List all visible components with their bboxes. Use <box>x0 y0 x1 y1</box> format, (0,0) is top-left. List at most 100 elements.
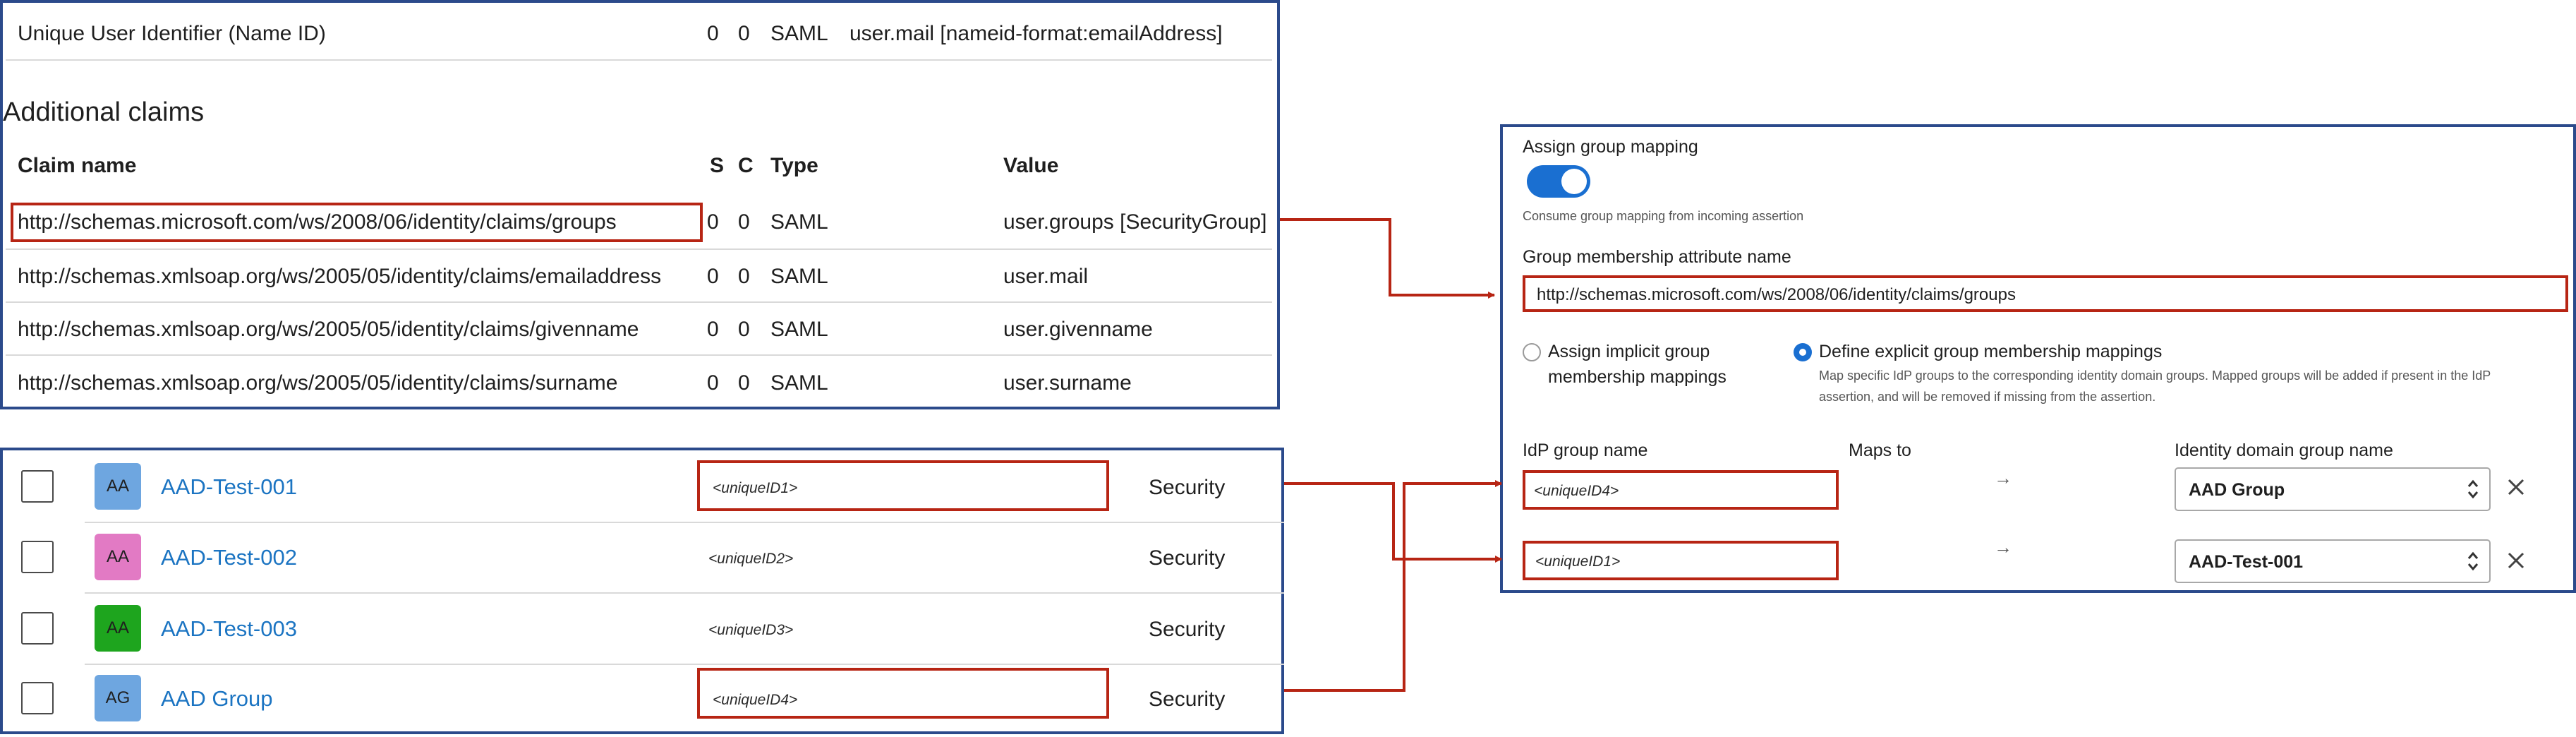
idp-group-value: <uniqueID1> <box>1535 553 1621 570</box>
group-type: Security <box>1149 476 1226 499</box>
header-c: C <box>738 154 754 177</box>
attr-name-input[interactable]: http://schemas.microsoft.com/ws/2008/06/… <box>1523 275 2568 312</box>
divider <box>6 354 1272 356</box>
group-id: <uniqueID2> <box>708 551 794 567</box>
claim-name: http://schemas.xmlsoap.org/ws/2005/05/id… <box>18 265 662 288</box>
required-claim-c: 0 <box>738 22 750 45</box>
radio-explicit-desc1: Map specific IdP groups to the correspon… <box>1819 368 2491 383</box>
radio-implicit-circle[interactable] <box>1523 343 1541 361</box>
radio-implicit-line1: Assign implicit group <box>1548 342 1710 361</box>
row-checkbox[interactable] <box>21 541 54 573</box>
divider <box>85 664 1284 665</box>
required-claim-type: SAML <box>770 22 828 45</box>
group-type: Security <box>1149 546 1226 570</box>
avatar: AA <box>95 534 141 580</box>
id-highlight-row1 <box>697 460 1109 511</box>
claim-value: user.mail <box>1003 265 1089 288</box>
domain-group-value: AAD Group <box>2189 480 2285 500</box>
claim-c: 0 <box>738 265 750 288</box>
avatar: AA <box>95 463 141 510</box>
group-name-link[interactable]: AAD-Test-002 <box>161 545 297 570</box>
claim-type: SAML <box>770 210 828 234</box>
claim-s: 0 <box>707 318 719 341</box>
header-value: Value <box>1003 154 1059 177</box>
row-checkbox[interactable] <box>21 470 54 503</box>
arrow-right-icon: → <box>1994 467 2012 489</box>
col-maps-to: Maps to <box>1849 441 1911 460</box>
radio-dot <box>1799 349 1806 356</box>
section-title: Additional claims <box>3 97 205 127</box>
idp-group-value: <uniqueID4> <box>1534 483 1619 499</box>
domain-group-select[interactable]: AAD-Test-001 <box>2175 539 2491 583</box>
group-id: <uniqueID4> <box>713 692 798 708</box>
avatar: AG <box>95 675 141 721</box>
mapping-panel: Assign group mapping Consume group mappi… <box>1500 124 2576 593</box>
toggle-knob <box>1561 169 1587 194</box>
assign-label: Assign group mapping <box>1523 137 1698 157</box>
chevron-updown-icon <box>2467 479 2479 499</box>
radio-implicit-line2: membership mappings <box>1548 367 1727 387</box>
claim-type: SAML <box>770 318 828 341</box>
group-name-link[interactable]: AAD-Test-003 <box>161 616 297 641</box>
idp-group-input[interactable]: <uniqueID1> <box>1523 541 1839 580</box>
claim-s: 0 <box>707 265 719 288</box>
id-highlight-row4 <box>697 668 1109 719</box>
header-claim-name: Claim name <box>18 154 137 177</box>
claim-value: user.groups [SecurityGroup] <box>1003 210 1267 234</box>
claims-panel: Unique User Identifier (Name ID) 0 0 SAM… <box>0 0 1280 409</box>
divider <box>6 301 1272 303</box>
avatar: AA <box>95 605 141 652</box>
claim-c: 0 <box>738 210 750 234</box>
col-domain-group-name: Identity domain group name <box>2175 441 2393 460</box>
group-mapping-toggle[interactable] <box>1527 165 1590 198</box>
row-checkbox[interactable] <box>21 682 54 714</box>
group-name-link[interactable]: AAD-Test-001 <box>161 474 297 499</box>
groups-claim-highlight <box>11 203 703 242</box>
arrow-id1-to-mapping <box>1284 482 1502 563</box>
idp-group-input[interactable]: <uniqueID4> <box>1523 470 1839 510</box>
remove-mapping-icon[interactable] <box>2506 551 2526 570</box>
required-claim-value: user.mail [nameid-format:emailAddress] <box>849 22 1223 45</box>
radio-explicit-desc2: assertion, and will be removed if missin… <box>1819 390 2156 404</box>
divider <box>85 522 1284 523</box>
header-type: Type <box>770 154 818 177</box>
arrow-claim-to-attr <box>1280 218 1495 299</box>
claim-c: 0 <box>738 318 750 341</box>
header-s: S <box>710 154 725 177</box>
radio-explicit-label: Define explicit group membership mapping… <box>1819 342 2163 361</box>
divider <box>6 248 1272 250</box>
arrow-id4-to-mapping <box>1284 480 1502 692</box>
row-checkbox[interactable] <box>21 612 54 645</box>
claim-type: SAML <box>770 371 828 395</box>
arrow-right-icon: → <box>1994 537 2012 558</box>
claim-name: http://schemas.xmlsoap.org/ws/2005/05/id… <box>18 318 639 341</box>
remove-mapping-icon[interactable] <box>2506 477 2526 497</box>
claim-name: http://schemas.microsoft.com/ws/2008/06/… <box>18 210 617 234</box>
group-name-link[interactable]: AAD Group <box>161 686 273 711</box>
toggle-description: Consume group mapping from incoming asse… <box>1523 209 1804 223</box>
claim-s: 0 <box>707 371 719 395</box>
required-claim-s: 0 <box>707 22 719 45</box>
group-type: Security <box>1149 618 1226 641</box>
group-type: Security <box>1149 688 1226 711</box>
group-id: <uniqueID3> <box>708 622 794 638</box>
divider <box>85 592 1284 594</box>
chevron-updown-icon <box>2467 551 2479 571</box>
attr-name-value: http://schemas.microsoft.com/ws/2008/06/… <box>1537 285 2016 304</box>
divider <box>6 59 1272 61</box>
domain-group-value: AAD-Test-001 <box>2189 552 2304 572</box>
claim-c: 0 <box>738 371 750 395</box>
claim-value: user.givenname <box>1003 318 1153 341</box>
claim-value: user.surname <box>1003 371 1132 395</box>
groups-panel: AA AAD-Test-001 <uniqueID1> Security AA … <box>0 448 1284 734</box>
domain-group-select[interactable]: AAD Group <box>2175 467 2491 511</box>
claim-s: 0 <box>707 210 719 234</box>
claim-type: SAML <box>770 265 828 288</box>
col-idp-group-name: IdP group name <box>1523 441 1648 460</box>
attr-name-label: Group membership attribute name <box>1523 247 1791 267</box>
group-id: <uniqueID1> <box>713 480 798 496</box>
required-claim-name: Unique User Identifier (Name ID) <box>18 22 326 45</box>
claim-name: http://schemas.xmlsoap.org/ws/2005/05/id… <box>18 371 618 395</box>
radio-explicit-circle[interactable] <box>1794 343 1812 361</box>
